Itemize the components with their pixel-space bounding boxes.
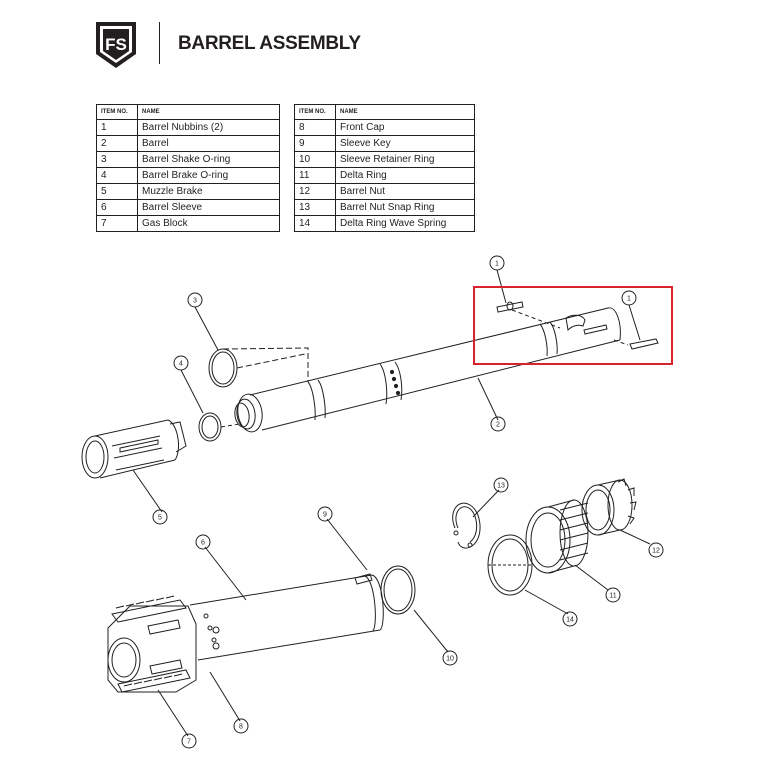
leader-lines [132, 269, 651, 737]
highlight-box [473, 286, 673, 365]
sleeve-retainer-ring [380, 565, 416, 615]
callout-number: 14 [566, 617, 574, 624]
item-name-cell: Gas Block [137, 215, 280, 232]
barrel-sleeve-part [189, 573, 384, 661]
callout-number: 3 [193, 298, 197, 305]
parts-table-right: ITEM NO. NAME 8 Front Cap 9 Sleeve Key 1… [294, 104, 475, 232]
delta-ring-wave-spring [487, 534, 533, 596]
barrel-nubbin-right [629, 338, 659, 350]
callout: 12 [648, 542, 664, 558]
callout-number: 4 [179, 361, 183, 368]
delta-ring-part [525, 499, 589, 574]
barrel-nubbin-left [496, 301, 524, 313]
callout-number: 12 [652, 548, 660, 555]
callout-number: 7 [187, 739, 191, 746]
table-row: 14 Delta Ring Wave Spring [294, 215, 475, 232]
callout: 14 [562, 611, 578, 627]
callout-number: 6 [201, 540, 205, 547]
callout-number: 1 [627, 296, 631, 303]
header-divider [159, 22, 160, 64]
item-no-cell: 7 [96, 215, 138, 232]
table-row: 9 Sleeve Key [294, 135, 475, 152]
table-row: 10 Sleeve Retainer Ring [294, 151, 475, 168]
fs-logo: FS [96, 22, 136, 68]
callout: 7 [181, 733, 197, 749]
callout-number: 11 [609, 593, 616, 600]
callout-number: 13 [497, 483, 505, 490]
table-row: 7 Gas Block [96, 215, 280, 232]
page-title: BARREL ASSEMBLY [178, 33, 361, 54]
callout: 5 [152, 509, 168, 525]
callout: 8 [233, 718, 249, 734]
table-row: 5 Muzzle Brake [96, 183, 280, 200]
callout-number: 10 [446, 656, 454, 663]
barrel-nut-part [581, 478, 637, 536]
callout: 3 [187, 292, 203, 308]
table-row: 8 Front Cap [294, 119, 475, 136]
callout-number: 5 [158, 515, 162, 522]
callout: 1 [621, 290, 637, 306]
callout-number: 2 [496, 422, 500, 429]
barrel-brake-o-ring [198, 412, 222, 442]
logo-text: FS [105, 35, 127, 54]
front-cap-part [212, 626, 220, 650]
muzzle-brake-part [81, 419, 187, 479]
assembly-line [222, 347, 309, 382]
item-name-cell: Delta Ring Wave Spring [335, 215, 475, 232]
callout: 9 [317, 506, 333, 522]
table-row: 1 Barrel Nubbins (2) [96, 119, 280, 136]
barrel-shake-o-ring [208, 348, 238, 388]
callout: 1 [489, 255, 505, 271]
callout: 11 [605, 587, 621, 603]
callout: 6 [195, 534, 211, 550]
callout-number: 1 [495, 261, 499, 268]
callout: 2 [490, 416, 506, 432]
barrel-nut-snap-ring [452, 502, 481, 549]
callout: 13 [493, 477, 509, 493]
gas-block-part [107, 595, 197, 693]
parts-table-left: ITEM NO. NAME 1 Barrel Nubbins (2) 2 Bar… [96, 104, 280, 232]
assembly-line [220, 423, 241, 428]
assembly-line [511, 309, 629, 346]
callout-number: 9 [323, 512, 327, 519]
table-row: 3 Barrel Shake O-ring [96, 151, 280, 168]
barrel-part [234, 307, 621, 433]
callout: 4 [173, 355, 189, 371]
callout-number: 8 [239, 724, 243, 731]
header: FS BARREL ASSEMBLY [92, 18, 692, 70]
callout: 10 [442, 650, 458, 666]
table-row: 12 Barrel Nut [294, 183, 475, 200]
